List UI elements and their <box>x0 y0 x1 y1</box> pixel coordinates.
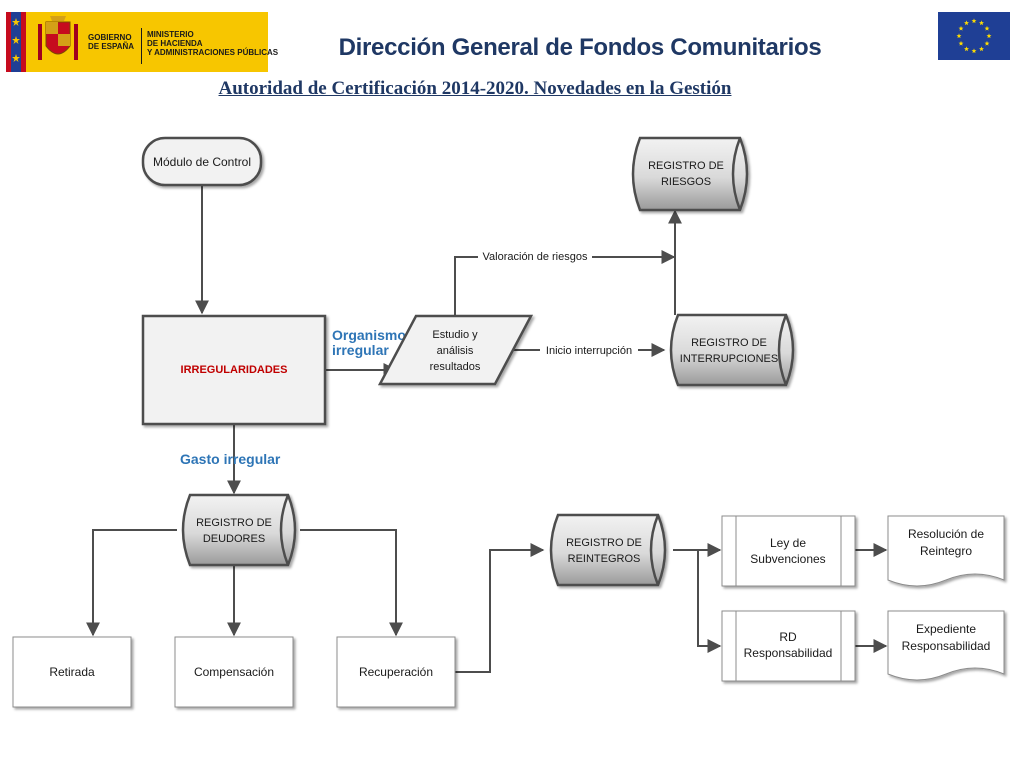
organismo-label: Organismo <box>332 327 406 343</box>
logo-divider <box>141 28 142 64</box>
resolucion-reintegro-label-1: Resolución de <box>908 527 984 541</box>
estudio-label-2: análisis <box>437 345 474 357</box>
node-registro-deudores <box>181 493 297 567</box>
eu-star-icon <box>979 46 984 52</box>
gasto-irregular-label: Gasto irregular <box>180 451 281 467</box>
registro-reintegros-label-1: REGISTRO DE <box>566 537 642 549</box>
node-ley-subvenciones <box>721 515 856 587</box>
eu-star-icon <box>956 33 962 39</box>
eu-star-icon <box>964 20 969 26</box>
estudio-label-1: Estudio y <box>432 329 478 341</box>
expediente-responsabilidad-label-1: Expediente <box>916 622 976 636</box>
ley-subvenciones-label-2: Subvenciones <box>750 552 825 566</box>
resolucion-reintegro-label-2: Reintegro <box>920 544 972 558</box>
node-modulo-control <box>141 136 263 187</box>
eu-star-icon <box>958 40 964 46</box>
ministry-line2: DE HACIENDA <box>147 39 203 48</box>
registro-interrupciones-label-2: INTERRUPCIONES <box>680 353 778 365</box>
gov-line1: GOBIERNO <box>88 33 132 42</box>
eu-star-icon <box>958 25 964 31</box>
connectors <box>86 185 888 673</box>
modulo-control-label: Módulo de Control <box>153 155 251 169</box>
eu-star-icon <box>984 40 990 46</box>
edge-estudio-riesgos <box>454 250 676 316</box>
gobierno-text: GOBIERNO DE ESPAÑA <box>88 33 134 51</box>
node-registro-interrupciones <box>669 313 795 387</box>
edge-recuperacion-reintegros <box>455 543 545 673</box>
ministerio-text: MINISTERIO DE HACIENDA Y ADMINISTRACIONE… <box>147 30 278 57</box>
edge-deudores-retirada <box>86 529 177 637</box>
gov-line2: DE ESPAÑA <box>88 42 135 51</box>
valoracion-riesgos-label: Valoración de riesgos <box>483 251 588 263</box>
expediente-responsabilidad-label-2: Responsabilidad <box>902 639 991 653</box>
node-recuperacion <box>336 636 456 708</box>
coat-of-arms-icon <box>38 16 78 60</box>
registro-deudores-label-1: REGISTRO DE <box>196 517 272 529</box>
estudio-label-3: resultados <box>430 361 481 373</box>
page-subtitle: Autoridad de Certificación 2014-2020. No… <box>218 78 732 99</box>
node-compensacion <box>174 636 294 708</box>
node-rd-responsabilidad <box>721 610 856 682</box>
node-irregularidades <box>141 314 327 426</box>
node-retirada <box>12 636 132 708</box>
node-registro-riesgos <box>631 136 749 212</box>
page-title: Dirección General de Fondos Comunitarios <box>338 34 822 61</box>
inicio-interrupcion-label: Inicio interrupción <box>546 345 632 357</box>
registro-reintegros-label-2: REINTEGROS <box>568 553 641 565</box>
node-resolucion-reintegro <box>887 515 1005 587</box>
edge-reintegros-rd <box>697 550 722 653</box>
registro-riesgos-label-2: RIESGOS <box>661 176 711 188</box>
edge-deudores-recuperacion <box>300 529 403 637</box>
registro-interrupciones-label-1: REGISTRO DE <box>691 337 767 349</box>
ministry-line1: MINISTERIO <box>147 30 194 39</box>
node-estudio <box>377 314 534 386</box>
registro-riesgos-label-1: REGISTRO DE <box>648 160 724 172</box>
eu-star-icon <box>979 20 984 26</box>
irregularidades-label: IRREGULARIDADES <box>181 364 288 376</box>
registro-deudores-label-2: DEUDORES <box>203 533 265 545</box>
eu-star-icon <box>971 18 977 24</box>
recuperacion-label: Recuperación <box>359 665 433 679</box>
eu-star-icon <box>984 25 990 31</box>
ministry-line3: Y ADMINISTRACIONES PÚBLICAS <box>147 48 279 57</box>
rd-responsabilidad-label-1: RD <box>779 630 797 644</box>
eu-star-icon <box>964 46 969 52</box>
eu-star-icon <box>971 48 977 54</box>
irregular-label: irregular <box>332 342 389 358</box>
ley-subvenciones-label-1: Ley de <box>770 536 806 550</box>
compensacion-label: Compensación <box>194 665 274 679</box>
node-expediente-responsabilidad <box>887 610 1005 681</box>
spain-flag-icon <box>6 12 26 72</box>
eu-star-icon <box>986 33 992 39</box>
eu-flag-icon <box>938 12 1010 60</box>
node-registro-reintegros <box>549 513 667 587</box>
rd-responsabilidad-label-2: Responsabilidad <box>744 646 833 660</box>
retirada-label: Retirada <box>49 665 95 679</box>
